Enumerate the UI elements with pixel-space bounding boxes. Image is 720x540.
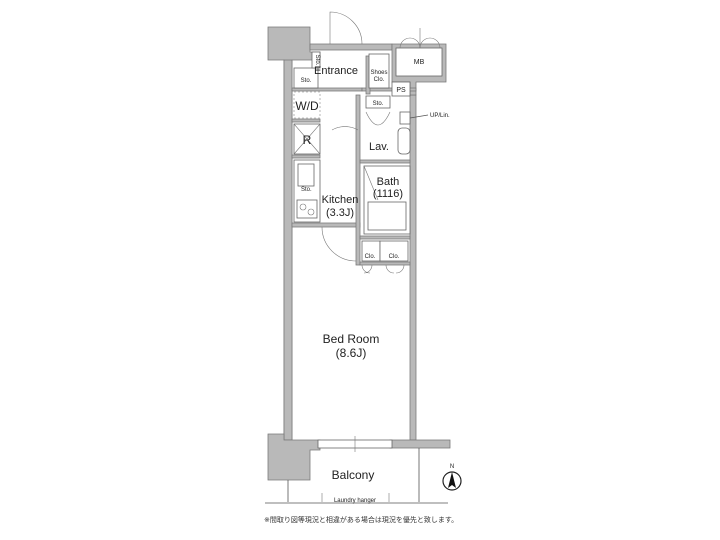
kitchen-door-swing — [321, 226, 357, 262]
sto-entrance-box — [293, 67, 319, 89]
label-bath: Bath — [377, 176, 400, 188]
label-lav: Lav. — [369, 141, 389, 153]
label-sto-entrance: Sto. — [301, 78, 312, 84]
label-ps: PS — [396, 87, 406, 94]
label-entrance: Entrance — [314, 65, 358, 77]
label-bath-size: (1116) — [373, 188, 403, 200]
label-up-lin: UP/Lin. — [430, 113, 450, 119]
label-bedroom-size: (8.6J) — [336, 346, 367, 360]
balcony-top-wall — [389, 439, 451, 449]
label-balcony: Balcony — [332, 468, 375, 482]
ps-box — [391, 81, 411, 97]
north-compass-icon — [442, 471, 462, 491]
sink — [297, 163, 315, 187]
washer-dryer-area — [293, 91, 321, 119]
mb-box — [395, 47, 443, 77]
footnote-disclaimer: ※間取り図等現況と相違がある場合は現況を優先と致します。 — [264, 515, 458, 524]
label-clo-2: Clo. — [389, 254, 400, 260]
right-wall — [409, 94, 417, 441]
label-bedroom: Bed Room — [323, 332, 380, 346]
label-sto-kitchen: Sto. — [301, 187, 312, 193]
entrance-top-wall — [309, 43, 393, 51]
label-laundry-hanger: Laundry hanger — [334, 498, 376, 504]
label-kitchen: Kitchen — [322, 194, 359, 206]
label-refrigerator: R — [303, 133, 312, 147]
label-north: N — [450, 464, 454, 470]
label-mb: MB — [414, 59, 425, 66]
left-wall — [283, 59, 293, 441]
up-lin-box — [399, 111, 411, 125]
mb-door-swing — [399, 37, 441, 49]
label-wd: W/D — [295, 99, 319, 113]
toilet — [397, 127, 411, 155]
lav-sink — [365, 111, 391, 126]
structural-column-bottom — [267, 433, 321, 481]
entrance-door-swing — [329, 11, 363, 45]
label-sto-vertical: Sto. — [314, 55, 320, 66]
closet-2 — [379, 240, 409, 262]
label-shoes-clo: Clo. — [374, 77, 385, 83]
label-kitchen-size: (3.3J) — [326, 207, 354, 219]
label-sto-lav: Sto. — [373, 101, 384, 107]
label-shoes: Shoes — [370, 70, 387, 76]
bathtub — [367, 201, 407, 231]
stove — [296, 199, 318, 219]
sto-lav-box — [365, 95, 391, 109]
label-clo-1: Clo. — [365, 254, 376, 260]
shoes-closet — [368, 53, 390, 89]
sto-vertical-box — [311, 51, 321, 69]
